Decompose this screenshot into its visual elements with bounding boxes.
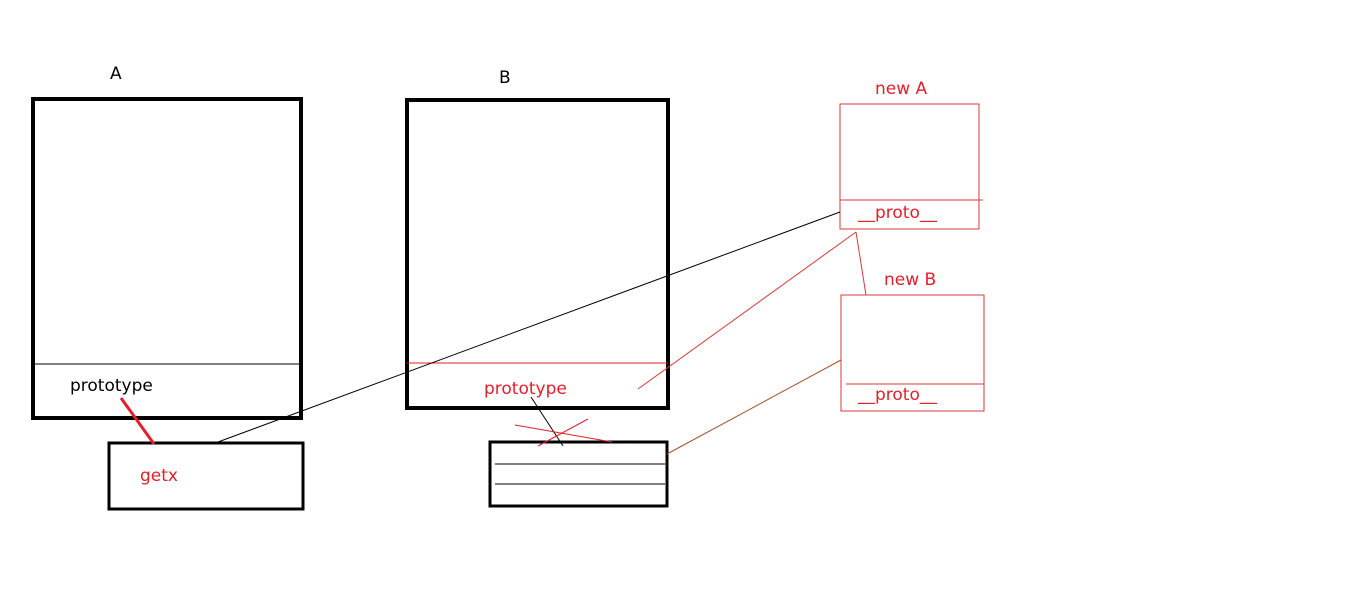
constructor-a-prototype-label: prototype bbox=[70, 376, 153, 396]
new-b-box bbox=[840, 294, 985, 412]
a-prototype-link bbox=[119, 397, 156, 445]
constructor-b-box bbox=[405, 98, 670, 410]
new-a-new-b-connector bbox=[855, 231, 867, 296]
constructor-b-prototype-label: prototype bbox=[484, 379, 567, 399]
b-prototype-link bbox=[530, 396, 564, 447]
constructor-b-title: B bbox=[499, 68, 511, 88]
new-a-proto-label: __proto__ bbox=[857, 203, 937, 223]
new-a-proto-to-a-prototype-link bbox=[217, 211, 841, 443]
prototype-a-object-box bbox=[107, 441, 305, 511]
b-old-link-cross-1 bbox=[514, 424, 613, 443]
prototype-a-getx-label: getx bbox=[140, 466, 178, 486]
new-b-title: new B bbox=[884, 270, 936, 290]
new-a-proto-to-b-prototype-link bbox=[637, 231, 857, 390]
new-a-title: new A bbox=[875, 79, 928, 99]
b-old-link-cross-2 bbox=[537, 418, 589, 447]
new-b-proto-label: __proto__ bbox=[857, 385, 937, 405]
constructor-a-box bbox=[31, 97, 303, 420]
prototype-b-object-box bbox=[488, 440, 669, 508]
new-a-box bbox=[839, 103, 980, 230]
new-b-proto-to-b-prototype-object-link bbox=[666, 359, 842, 455]
constructor-a-title: A bbox=[110, 64, 122, 84]
